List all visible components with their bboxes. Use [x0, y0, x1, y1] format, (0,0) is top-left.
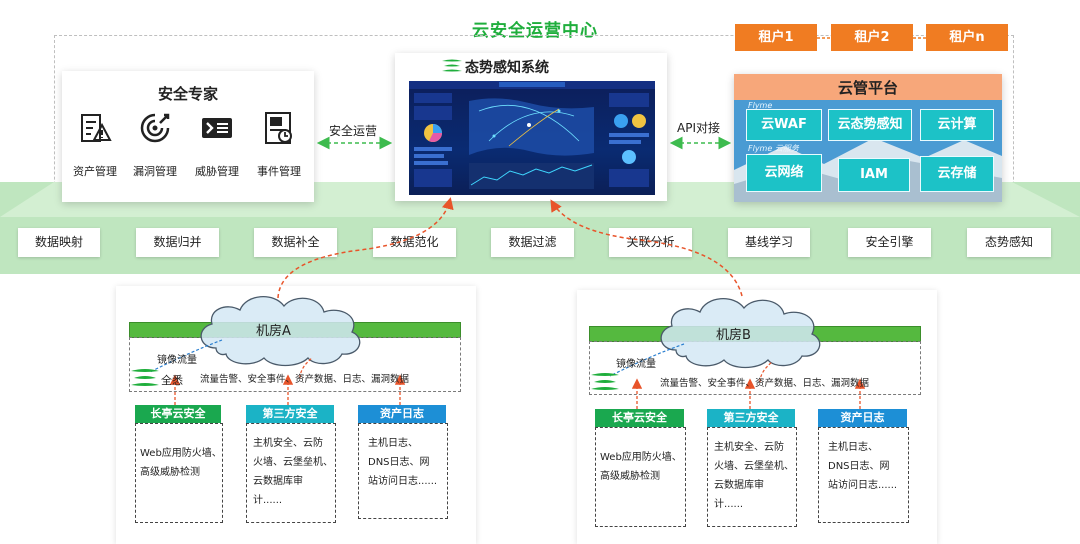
chaitin-logo-icon [442, 59, 462, 72]
room-b-sub3-line2: DNS日志、网 [828, 461, 890, 472]
proc-data-merge: 数据归并 [136, 228, 219, 257]
room-b-sub3-line3: 站访问日志...... [828, 480, 898, 491]
tenant-2: 租户2 [831, 24, 913, 51]
room-a-sub3-line3: 站访问日志...... [368, 476, 438, 487]
edge-label-security-ops: 安全运营 [329, 124, 378, 138]
service-iam: IAM [838, 158, 910, 192]
room-a-sub3-line2: DNS日志、网 [368, 457, 430, 468]
event-icon [265, 112, 292, 144]
room-b-sub2-line2: 火墙、云堡垒机、 [714, 461, 794, 472]
room-b-sub3-line1: 主机日志、 [828, 442, 878, 453]
service-cloud-situation: 云态势感知 [828, 109, 912, 141]
tool-label: 漏洞管理 [133, 165, 177, 178]
tool-label: 事件管理 [257, 165, 301, 178]
tenant-1: 租户1 [735, 24, 817, 51]
room-a-flow: 流量告警、安全事件、资产数据、日志、漏洞数据 [200, 374, 410, 385]
tool-asset-management: 资产管理 [66, 111, 124, 179]
cloud-brand-service: Flyme 云服务 [748, 144, 799, 153]
security-expert-panel: 安全专家 资产管理 漏洞管理 威胁管理 [62, 71, 314, 202]
tool-threat: 威胁管理 [188, 111, 246, 179]
room-a-sub2-line1: 主机安全、云防 [253, 438, 323, 449]
room-b-sub1-box [595, 427, 686, 527]
cloud-mgmt-title: 云管平台 [734, 74, 1002, 100]
room-a-sub1-box [135, 423, 223, 523]
situation-title: 态势感知系统 [465, 60, 549, 76]
room-b-cloud [660, 298, 821, 369]
room-b-sub2-box [707, 427, 797, 527]
asset-management-icon [81, 114, 112, 142]
tool-label: 资产管理 [73, 165, 117, 178]
proc-data-completion: 数据补全 [254, 228, 337, 257]
proc-baseline: 基线学习 [728, 228, 810, 257]
proc-data-mapping: 数据映射 [18, 228, 100, 257]
proc-situation: 态势感知 [967, 228, 1051, 257]
tool-event: 事件管理 [250, 111, 308, 179]
tool-vulnerability: 漏洞管理 [126, 111, 184, 179]
room-b-sub2-line3: 云数据库审 [714, 480, 764, 491]
proc-data-filter: 数据过滤 [491, 228, 574, 257]
room-b-sub2-line4: 计...... [714, 499, 744, 510]
room-b-title: 机房B [716, 328, 751, 343]
room-b-flow: 流量告警、安全事件、资产数据、日志、漏洞数据 [660, 378, 870, 389]
cloud-brand: Flyme [748, 101, 773, 110]
expert-title: 安全专家 [157, 85, 218, 103]
vulnerability-icon [140, 113, 170, 143]
threat-icon [202, 118, 232, 138]
room-b-sub3-box [818, 427, 909, 523]
room-a-cloud [200, 296, 361, 367]
service-cloud-network: 云网络 [746, 154, 822, 192]
room-a-brand: 全悉 [161, 374, 183, 387]
room-b-sub1-line2: 高级威胁检测 [600, 471, 660, 482]
room-b-sub1-head: 长亭云安全 [595, 409, 684, 427]
room-a-sub2-box [246, 423, 336, 523]
service-cloud-compute: 云计算 [920, 109, 994, 141]
service-cloud-storage: 云存储 [920, 156, 994, 192]
room-a-sub2-line4: 计...... [253, 495, 283, 506]
room-b-sub3-head: 资产日志 [818, 409, 907, 427]
service-cloud-waf: 云WAF [746, 109, 822, 141]
situation-awareness-panel: 态势感知系统 [395, 53, 667, 201]
quanxi-logo-icon [591, 373, 619, 390]
room-a-sub2-line3: 云数据库审 [253, 476, 303, 487]
center-title: 云安全运营中心 [472, 21, 598, 41]
room-a-sub2-head: 第三方安全 [246, 405, 334, 423]
room-a-sub3-head: 资产日志 [358, 405, 446, 423]
proc-data-normalization: 数据范化 [373, 228, 456, 257]
room-b-sub2-head: 第三方安全 [707, 409, 795, 427]
room-a-sub3-line1: 主机日志、 [368, 438, 418, 449]
tenant-n: 租户n [926, 24, 1008, 51]
room-a-sub3-box [358, 423, 448, 519]
cloud-management-panel: 云管平台 Flyme Flyme 云服务 云WAF 云态势感知 云计算 云网络 … [734, 74, 1002, 202]
dashboard-screenshot [409, 81, 655, 195]
quanxi-logo-icon [131, 369, 159, 386]
room-a-sub1-line2: 高级威胁检测 [140, 467, 200, 478]
proc-correlation: 关联分析 [609, 228, 692, 257]
room-b-sub2-line1: 主机安全、云防 [714, 442, 784, 453]
edge-label-api: API对接 [677, 121, 720, 135]
tool-label: 威胁管理 [195, 165, 239, 178]
room-a-title: 机房A [256, 324, 291, 339]
room-b-mirror: 镜像流量 [616, 359, 656, 370]
room-a-sub1-line1: Web应用防火墙、 [140, 448, 222, 459]
proc-security-engine: 安全引擎 [848, 228, 931, 257]
room-b-sub1-line1: Web应用防火墙、 [600, 452, 682, 463]
room-a-sub2-line2: 火墙、云堡垒机、 [253, 457, 333, 468]
room-a-sub1-head: 长亭云安全 [135, 405, 221, 423]
room-a-mirror: 镜像流量 [157, 355, 197, 366]
